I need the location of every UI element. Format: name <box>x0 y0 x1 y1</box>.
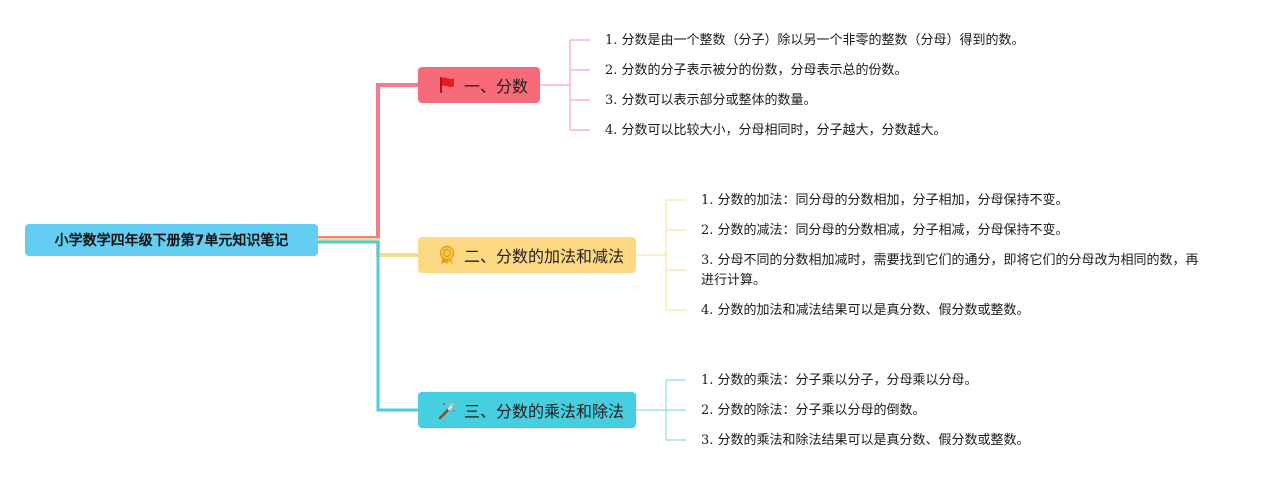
branch-title: 一、分数 <box>464 77 529 96</box>
leaf-item[interactable]: 3. 分数可以表示部分或整体的数量。 <box>605 93 817 108</box>
leaf-item[interactable]: 1. 分数是由一个整数（分子）除以另一个非零的整数（分母）得到的数。 <box>605 33 1025 48</box>
connector-root-branch3 <box>318 240 418 412</box>
leaf-item[interactable]: 1. 分数的加法：同分母的分数相加，分子相加，分母保持不变。 <box>701 193 1069 208</box>
magic-wand-icon <box>436 399 458 421</box>
leaf-item[interactable]: 3. 分母不同的分数相加减时，需要找到它们的通分，即将它们的分母改为相同的数，再… <box>701 253 1199 288</box>
red-flag-icon <box>436 74 458 96</box>
branch-node-fractions[interactable]: 一、分数 <box>418 67 540 103</box>
leaf-item[interactable]: 2. 分数的分子表示被分的份数，分母表示总的份数。 <box>605 63 908 78</box>
root-node[interactable]: 小学数学四年级下册第7单元知识笔记 <box>25 224 318 256</box>
branch-title: 二、分数的加法和减法 <box>464 247 625 266</box>
leaf-item[interactable]: 3. 分数的乘法和除法结果可以是真分数、假分数或整数。 <box>701 433 1030 448</box>
award-ribbon-icon <box>436 244 458 266</box>
leaf-item[interactable]: 4. 分数可以比较大小，分母相同时，分子越大，分数越大。 <box>605 123 947 138</box>
connector-branch2-leaves <box>636 199 686 311</box>
branch-node-multiply-divide[interactable]: 三、分数的乘法和除法 <box>418 392 636 428</box>
connector-root-branch1 <box>318 83 418 240</box>
connector-branch1-leaves <box>540 39 590 131</box>
leaf-item[interactable]: 4. 分数的加法和减法结果可以是真分数、假分数或整数。 <box>701 303 1030 318</box>
leaf-item[interactable]: 2. 分数的除法：分子乘以分母的倒数。 <box>701 403 926 418</box>
leaf-item[interactable]: 2. 分数的减法：同分母的分数相减，分子相减，分母保持不变。 <box>701 223 1069 238</box>
root-title: 小学数学四年级下册第7单元知识笔记 <box>54 233 289 249</box>
branch-node-add-subtract[interactable]: 二、分数的加法和减法 <box>418 237 636 273</box>
connector-branch3-leaves <box>636 379 686 441</box>
leaf-item[interactable]: 1. 分数的乘法：分子乘以分子，分母乘以分母。 <box>701 373 978 388</box>
branch-title: 三、分数的乘法和除法 <box>464 402 625 421</box>
